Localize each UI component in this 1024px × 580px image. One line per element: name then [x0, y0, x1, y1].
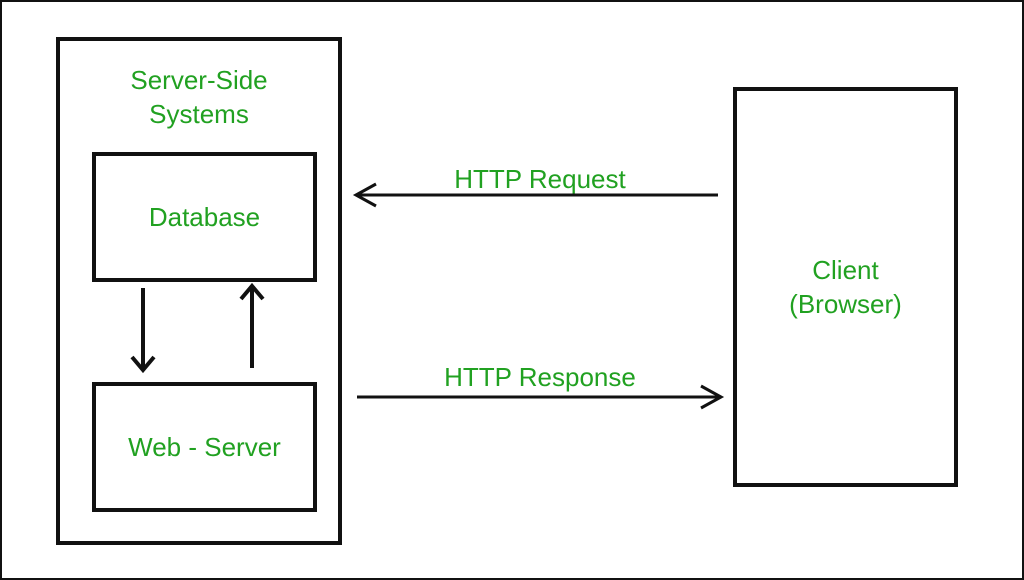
- database-box: Database: [92, 152, 317, 282]
- web-server-box: Web - Server: [92, 382, 317, 512]
- database-label: Database: [148, 202, 261, 232]
- http-request-label: HTTP Request: [454, 164, 626, 194]
- client-browser-label: Client (Browser): [789, 255, 902, 319]
- server-side-systems-group: Server-Side Systems Database Web - Serve…: [56, 37, 342, 545]
- server-side-systems-title-text: Server-Side Systems: [130, 65, 268, 129]
- http-response-label: HTTP Response: [444, 362, 636, 392]
- web-server-label: Web - Server: [128, 432, 281, 462]
- server-side-systems-title: Server-Side Systems: [60, 63, 338, 131]
- client-browser-box: Client (Browser): [733, 87, 958, 487]
